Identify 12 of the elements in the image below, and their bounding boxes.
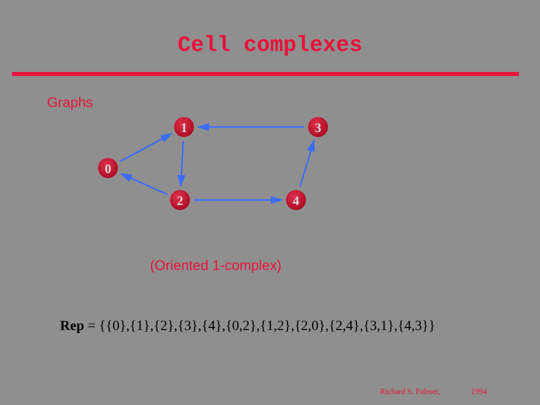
- slide-title: Cell complexes: [176, 32, 364, 60]
- author-credit: Richard S. Palmer,: [380, 386, 440, 398]
- year-text: 1994: [471, 386, 487, 398]
- representation-text: Rep = {{0},{1},{2},{3},{4},{0,2},{1,2},{2,0},{2,4},{3,1},{4,3}}: [60, 318, 436, 336]
- arrow: [197, 123, 304, 131]
- arrow: [120, 132, 173, 162]
- section-heading: Graphs: [47, 93, 93, 112]
- arrow: [177, 140, 186, 188]
- graph-caption: (Oriented 1-complex): [150, 256, 282, 275]
- arrow: [194, 196, 283, 204]
- arrow: [299, 139, 315, 187]
- arrow: [120, 173, 168, 195]
